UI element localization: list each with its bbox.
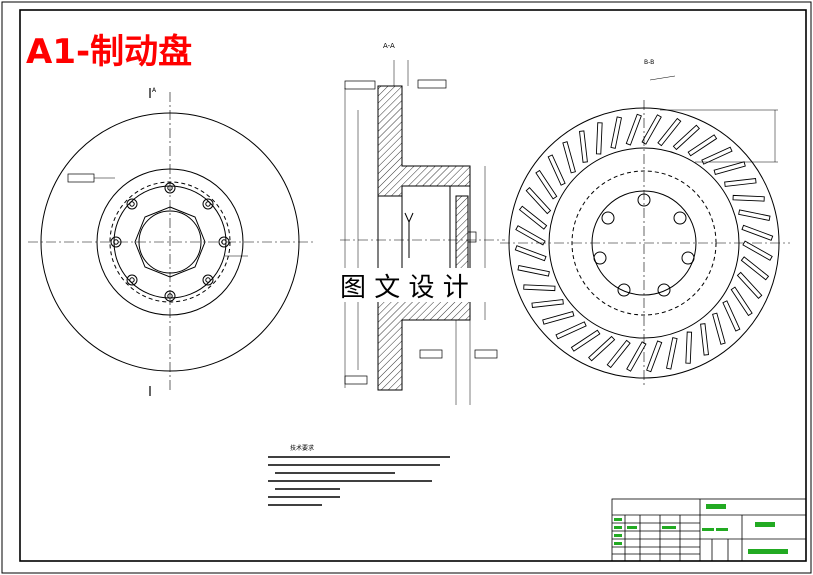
cooling-slot	[722, 300, 741, 332]
cooling-slot	[547, 154, 566, 186]
cooling-slot	[666, 337, 678, 370]
cooling-slot	[730, 286, 753, 317]
cooling-slot	[672, 124, 700, 151]
inner-border	[19, 9, 807, 562]
cooling-slot	[741, 224, 774, 241]
front-view	[28, 88, 315, 396]
cooling-slot	[535, 169, 558, 200]
cooling-slot	[641, 114, 662, 145]
cooling-slot	[562, 141, 576, 174]
cooling-slot	[626, 341, 647, 372]
cooling-slot	[736, 271, 763, 299]
section-view-bb: B-B	[500, 59, 790, 385]
title-block	[611, 498, 807, 562]
cooling-slot	[531, 299, 564, 308]
cooling-slot	[742, 240, 773, 261]
cooling-slot	[518, 205, 548, 230]
section-mark-a-top: A	[152, 87, 157, 94]
cooling-slot	[713, 161, 746, 175]
cooling-slot	[525, 187, 552, 215]
cooling-slot	[610, 116, 622, 149]
cooling-slot	[740, 256, 770, 281]
cooling-slot	[515, 225, 546, 246]
tech-requirements-heading: 技术要求	[290, 444, 314, 452]
title-block-text-marks	[614, 504, 788, 554]
cooling-slot	[687, 134, 718, 157]
cooling-slot	[685, 331, 693, 364]
cooling-slot	[712, 312, 726, 345]
cooling-slot	[514, 245, 547, 262]
cooling-slot	[523, 284, 556, 292]
cooling-slot	[738, 209, 771, 221]
cooling-slot	[625, 113, 642, 146]
tech-requirements: 技术要求	[268, 444, 450, 506]
cooling-slot	[657, 117, 682, 147]
cooling-slot	[517, 265, 550, 277]
cooling-slot	[570, 329, 601, 352]
watermark-logo	[404, 212, 414, 258]
drawing-title: A1-制动盘	[26, 32, 192, 72]
cooling-slot	[542, 311, 575, 325]
watermark-text: 图 文 设 计	[340, 273, 469, 303]
cooling-slot	[595, 122, 603, 155]
cooling-slot	[724, 178, 757, 187]
section-aa-label: A-A	[383, 42, 395, 50]
section-bb-label: B-B	[644, 59, 654, 66]
cooling-slot	[646, 340, 663, 373]
cooling-slot	[701, 146, 733, 165]
cooling-slots	[514, 113, 774, 373]
cooling-slot	[588, 335, 616, 362]
cooling-slot	[555, 321, 587, 340]
section-view-aa: A-A	[340, 42, 505, 405]
cooling-slot	[732, 194, 765, 202]
cooling-slot	[579, 130, 588, 163]
cooling-slot	[606, 339, 631, 369]
cooling-slot	[700, 323, 709, 356]
watermark-box	[330, 268, 486, 302]
